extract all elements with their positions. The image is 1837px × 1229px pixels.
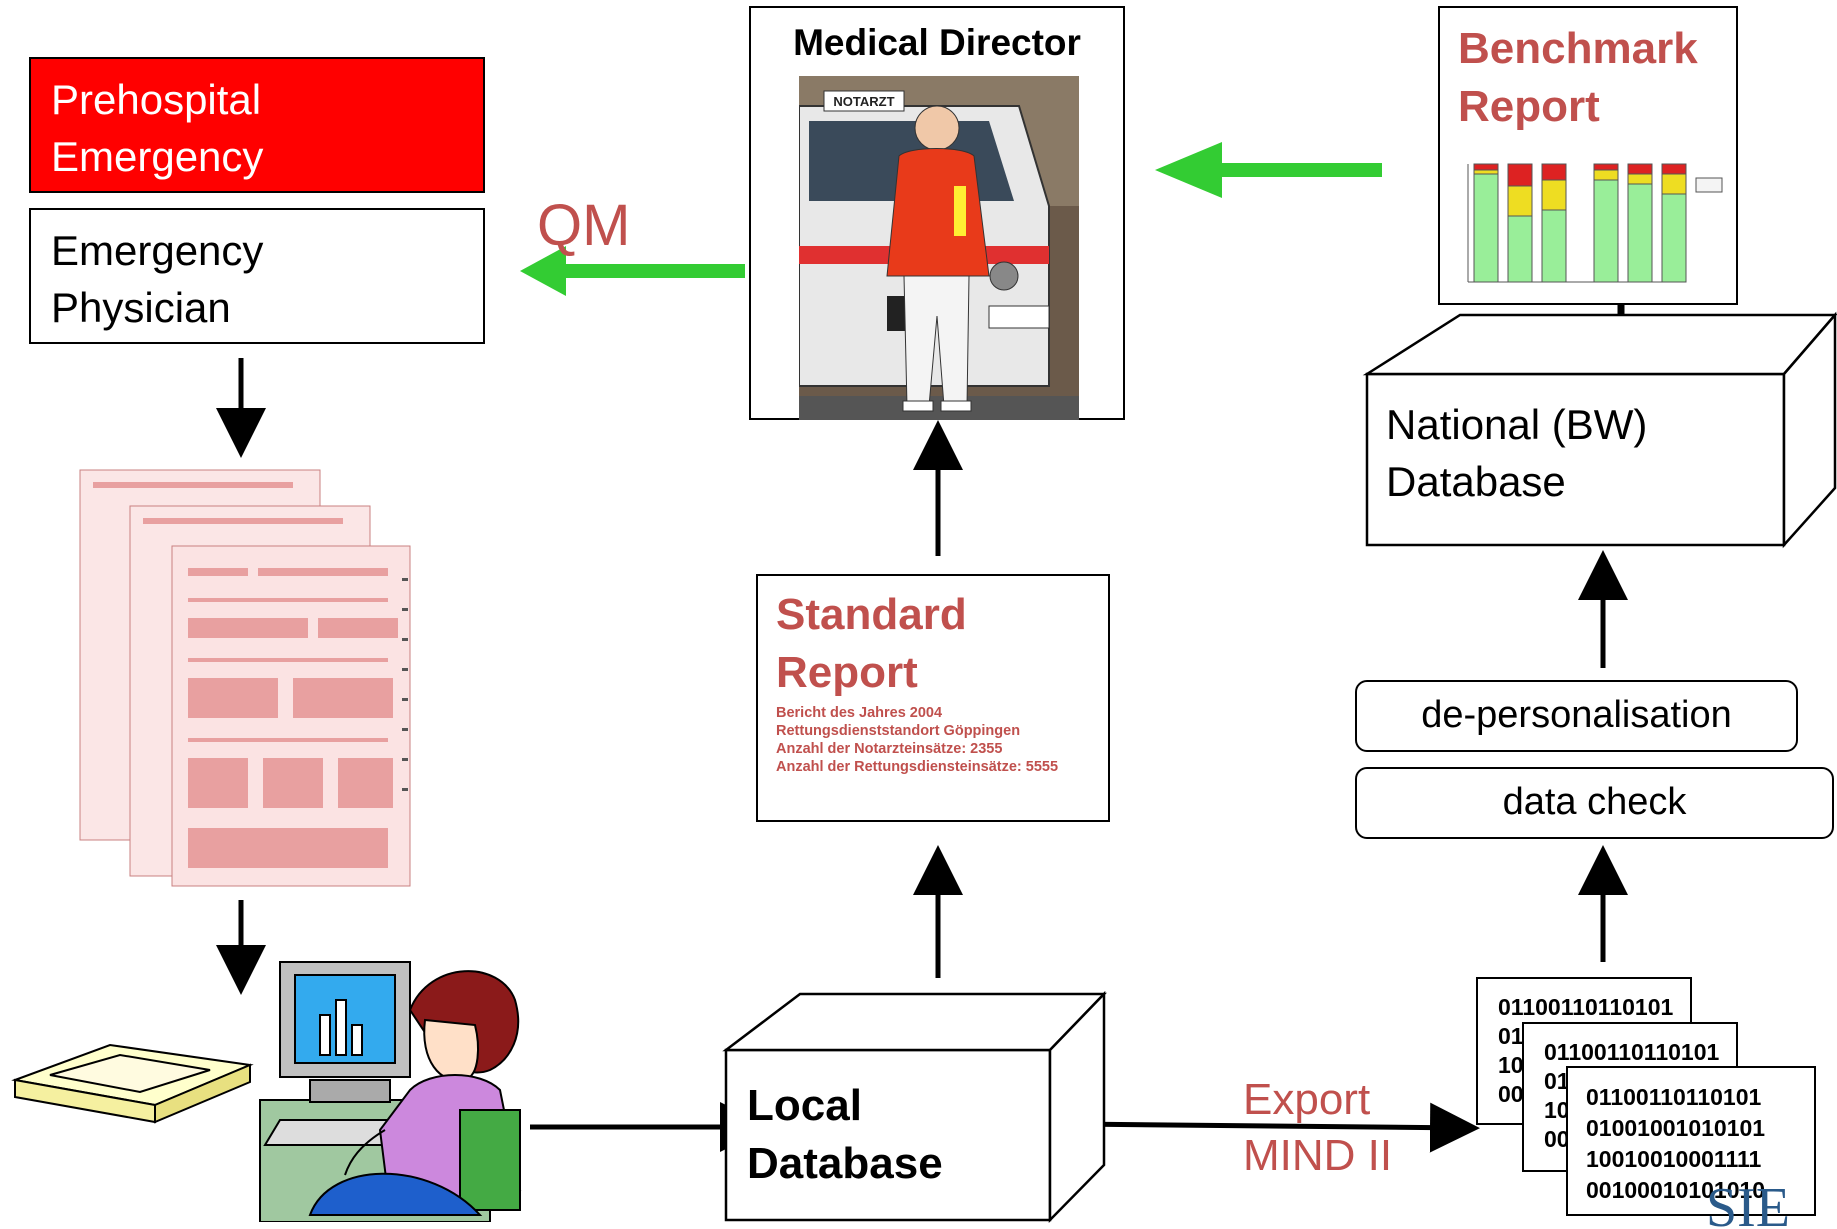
- protocol-forms-illustration: [79, 469, 411, 887]
- benchmark-report-title: Benchmark Report: [1458, 24, 1698, 131]
- data-check-box: data check: [1355, 767, 1834, 839]
- green-arrow-benchmark-head: [1155, 142, 1222, 198]
- photo-sign-text: NOTARZT: [833, 94, 894, 109]
- standard-report-line: Bericht des Jahres 2004: [776, 705, 943, 721]
- binary-line: 01: [1498, 1023, 1524, 1049]
- national-database-label: National (BW) Database: [1386, 401, 1648, 505]
- arrow-export: [1072, 1102, 1480, 1153]
- de-personalisation-box: de-personalisation: [1355, 680, 1798, 752]
- prehospital-emergency-box: Prehospital Emergency: [29, 57, 485, 193]
- standard-report-lines: Bericht des Jahres 2004 Rettungsdienstst…: [776, 704, 1058, 776]
- standard-report-box: Standard Report Bericht des Jahres 2004 …: [756, 574, 1110, 822]
- benchmark-mini-chart: [1467, 163, 1723, 283]
- emergency-physician-box: Emergency Physician: [29, 208, 485, 344]
- standard-report-line: Rettungsdienststandort Göppingen: [776, 723, 1021, 739]
- binary-line: 10: [1498, 1052, 1524, 1078]
- standard-report-line: Anzahl der Rettungsdiensteinsätze: 5555: [776, 759, 1059, 775]
- de-personalisation-label: de-personalisation: [1421, 694, 1732, 736]
- qm-label: QM: [537, 193, 631, 258]
- binary-line: 00: [1498, 1081, 1524, 1107]
- binary-line: 01100110110101: [1544, 1039, 1720, 1065]
- binary-line: 10010010001111: [1586, 1146, 1762, 1172]
- local-db-cube: [722, 990, 1107, 1224]
- binary-sheet-front: 01100110110101 01001001010101 1001001000…: [1566, 1066, 1816, 1216]
- data-check-label: data check: [1502, 781, 1687, 823]
- data-entry-illustration: [11, 961, 522, 1222]
- binary-line: 01100110110101: [1586, 1084, 1762, 1110]
- national-db-cube: [1362, 311, 1837, 549]
- person-icon: [308, 970, 522, 1216]
- benchmark-report-box: Benchmark Report: [1438, 6, 1738, 305]
- green-arrow-qm-head: [520, 246, 566, 296]
- logo-fragment: SIE: [1706, 1188, 1790, 1229]
- emergency-physician-label: Emergency Physician: [51, 227, 264, 331]
- binary-line: 00100010101010: [1586, 1177, 1766, 1203]
- medical-director-label: Medical Director: [793, 22, 1081, 63]
- standard-report-title: Standard Report: [776, 590, 967, 697]
- medical-director-photo: NOTARZT: [799, 76, 1079, 420]
- export-label: Export MIND II: [1243, 1075, 1393, 1180]
- medical-director-box: Medical Director NOTARZT: [749, 6, 1125, 420]
- scanner-icon: [11, 1043, 254, 1124]
- binary-line: 01001001010101: [1586, 1115, 1766, 1141]
- binary-line: 10: [1544, 1097, 1570, 1123]
- binary-line: 01100110110101: [1498, 994, 1674, 1020]
- local-database-label: Local Database: [747, 1081, 943, 1188]
- standard-report-line: Anzahl der Notarzteinsätze: 2355: [776, 741, 1003, 757]
- binary-line: 01: [1544, 1068, 1570, 1094]
- binary-line: 00: [1544, 1126, 1570, 1152]
- prehospital-emergency-label: Prehospital Emergency: [51, 76, 264, 180]
